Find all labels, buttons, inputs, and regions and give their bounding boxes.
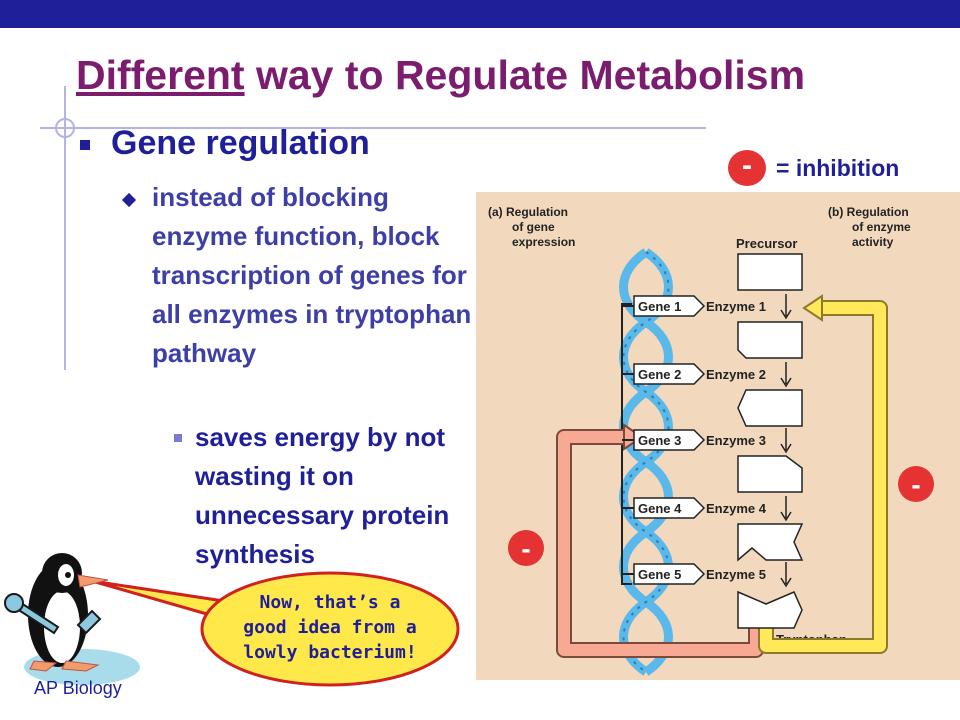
label-a-line3: expression	[512, 235, 575, 249]
bullet-instead-of-blocking: instead of blocking enzyme function, blo…	[152, 182, 472, 368]
gene-label: Gene 2	[638, 367, 681, 382]
inhibition-sign-gene: -	[508, 530, 544, 566]
label-b-line2: of enzyme	[852, 220, 911, 234]
diamond-bullet-icon	[121, 192, 137, 208]
penguin-illustration: Now, that’s a good idea from a lowly bac…	[4, 553, 460, 687]
intermediate-molecule	[737, 590, 803, 629]
gene-feedback-arrow	[558, 431, 762, 656]
decorative-horizontal-line	[40, 127, 706, 129]
gene-arrow-box	[633, 497, 706, 519]
label-b-line3: activity	[852, 235, 894, 249]
small-square-bullet-icon	[174, 434, 182, 442]
top-bar	[0, 0, 960, 28]
intermediate-molecule	[737, 321, 803, 359]
inhibition-sign-enzyme: -	[898, 466, 934, 502]
gene-row: Gene 4 Enzyme 4	[622, 496, 792, 522]
reaction-arrow	[780, 562, 792, 588]
gene-label: Gene 3	[638, 433, 681, 448]
title-rest: way to Regulate Metabolism	[244, 52, 806, 98]
footer-ap-biology: AP Biology	[34, 678, 122, 698]
reaction-arrow	[780, 294, 792, 320]
enzyme-label: Enzyme 5	[706, 567, 766, 582]
svg-text:-: -	[521, 533, 530, 564]
bullet-saves-energy: saves energy by not wasting it on unnece…	[195, 422, 450, 569]
gene-arrow-box	[633, 295, 706, 317]
svg-text:-: -	[911, 469, 920, 500]
reaction-arrow	[780, 428, 792, 454]
gene-row: Gene 1 Enzyme 1	[622, 294, 792, 320]
gene-arrow-box	[633, 363, 706, 385]
gene-label: Gene 1	[638, 299, 681, 314]
reaction-arrow	[780, 362, 792, 388]
reaction-arrow	[780, 496, 792, 522]
intermediate-molecule	[737, 389, 803, 427]
square-bullet-icon	[80, 140, 90, 150]
gene-row: Gene 5 Enzyme 5	[622, 562, 792, 588]
intermediate-molecule	[737, 523, 804, 562]
intermediate-molecule	[737, 455, 803, 493]
decorative-vertical-line	[64, 86, 66, 370]
speech-line-2: good idea from a	[243, 617, 416, 638]
tryptophan-regulation-diagram: (a) Regulation of gene expression (b) Re…	[476, 192, 960, 680]
gene-label: Gene 4	[638, 501, 682, 516]
inhibition-sign-icon: -	[728, 150, 766, 186]
enzyme-feedback-arrow	[760, 302, 886, 652]
dna-helix	[619, 248, 673, 676]
label-a-line1: (a) Regulation	[488, 205, 568, 219]
precursor-label: Precursor	[736, 236, 797, 251]
gene-arrow-box	[633, 429, 706, 451]
bullet-gene-regulation: Gene regulation	[111, 124, 370, 162]
decorative-circle	[55, 118, 75, 138]
gene-arrow-box	[633, 563, 706, 585]
speech-line-1: Now, that’s a	[260, 592, 401, 613]
enzyme-label: Enzyme 3	[706, 433, 766, 448]
title-underlined-word: Different	[76, 52, 245, 98]
label-b-line1: (b) Regulation	[828, 205, 909, 219]
precursor-box	[737, 253, 803, 291]
gene-row: Gene 2 Enzyme 2	[622, 362, 792, 388]
gene-label: Gene 5	[638, 567, 681, 582]
speech-line-3: lowly bacterium!	[243, 642, 416, 663]
slide-title: Different way to Regulate Metabolism	[76, 52, 805, 99]
label-a-line2: of gene	[512, 220, 555, 234]
enzyme-label: Enzyme 2	[706, 367, 766, 382]
enzyme-label: Enzyme 1	[706, 299, 766, 314]
gene-row: Gene 3 Enzyme 3	[622, 428, 792, 454]
enzyme-label: Enzyme 4	[706, 501, 767, 516]
inhibition-legend-text: = inhibition	[776, 155, 900, 181]
